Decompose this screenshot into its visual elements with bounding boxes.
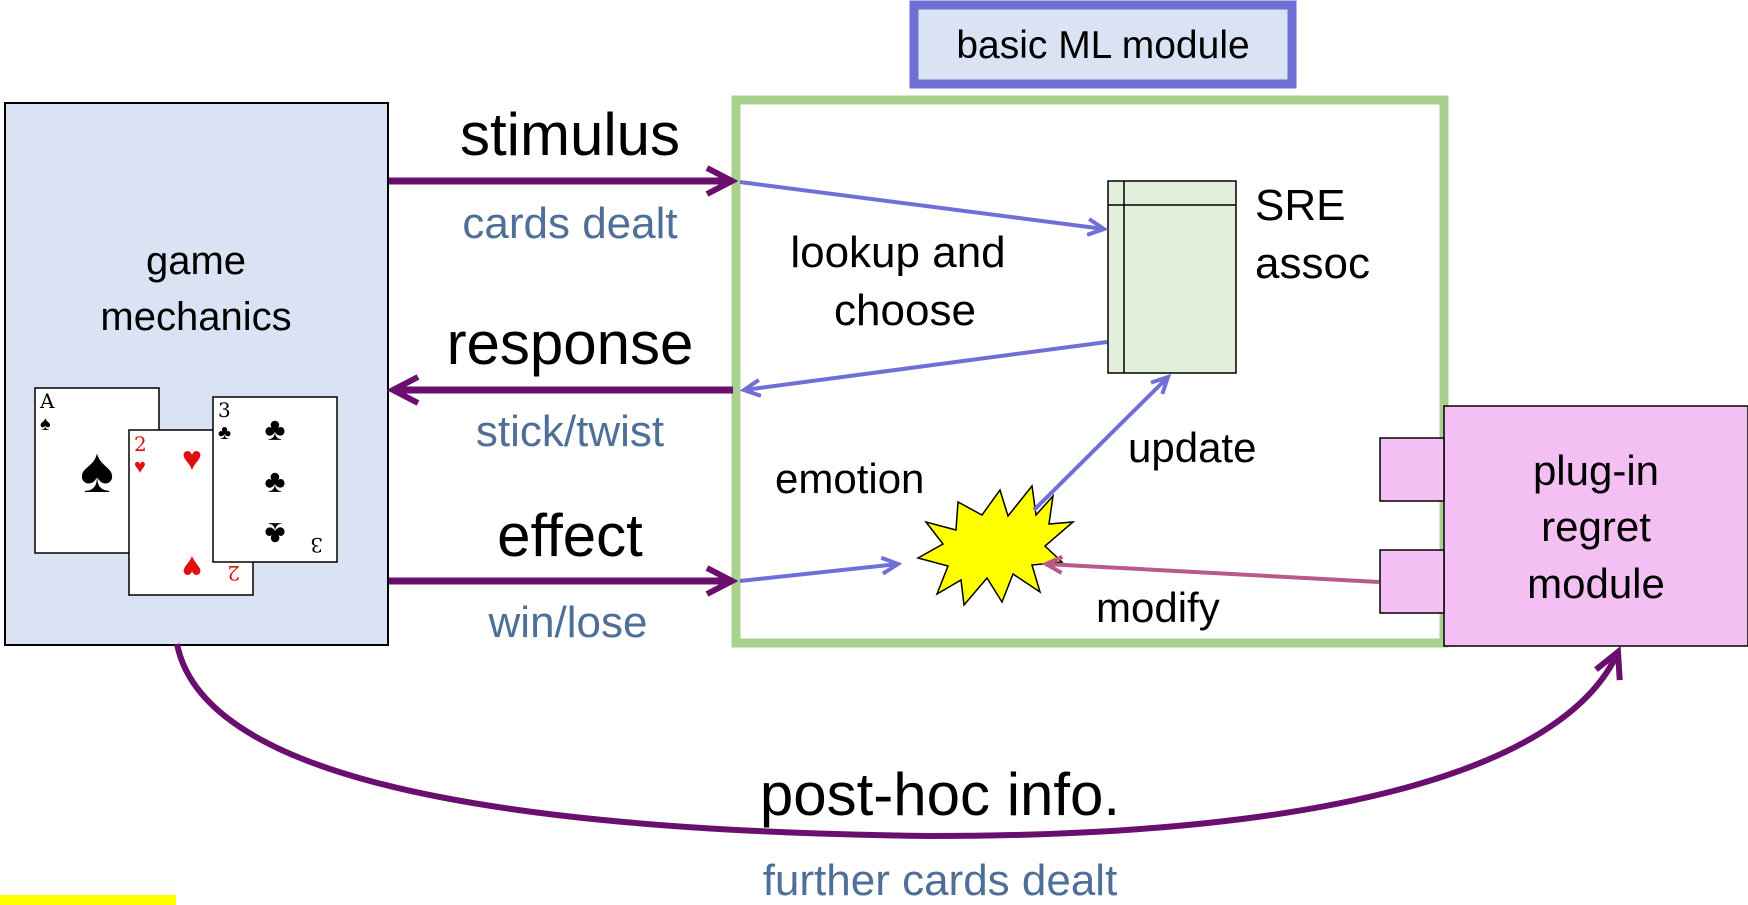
club-icon: ♣ (265, 463, 286, 499)
highlight-marker (0, 895, 176, 905)
lookup-arrow (739, 180, 1104, 229)
card-three-of-clubs: 3 ♣ ♣ ♣ ♣ 3 (212, 396, 338, 563)
card-rank: A (39, 389, 55, 413)
game-mechanics-label-line2: mechanics (100, 295, 291, 339)
sre-label-line1: SRE (1255, 181, 1345, 230)
heart-icon: ♥ (182, 548, 202, 586)
club-icon: ♣ (265, 516, 286, 552)
regret-label-line1: plug-in (1533, 447, 1659, 494)
effect-detail: win/lose (488, 598, 648, 647)
basic-ml-module-label: basic ML module (956, 24, 1249, 67)
card-rank: 2 (134, 432, 147, 456)
effect-to-emotion-arrow (739, 564, 898, 583)
regret-label-line2: regret (1541, 503, 1651, 550)
card-rank: 2 (227, 561, 240, 585)
response-title: response (447, 310, 694, 377)
regret-connector-top (1379, 437, 1445, 502)
emotion-label: emotion (775, 455, 924, 502)
basic-ml-module-box (731, 95, 1449, 648)
basic-ml-module-label-box (909, 0, 1297, 89)
emotion-starburst-icon (916, 484, 1076, 607)
lookup-label-line2: choose (834, 286, 976, 335)
heart-icon: ♥ (134, 456, 146, 478)
stimulus-title: stimulus (460, 101, 680, 168)
spade-icon: ♠ (40, 413, 51, 435)
regret-label-line3: module (1527, 560, 1665, 607)
post-hoc-title: post-hoc info. (760, 761, 1120, 828)
regret-module-box (1443, 405, 1748, 647)
spade-icon: ♠ (80, 434, 114, 506)
sre-assoc-table (1107, 180, 1237, 374)
choose-arrow (744, 340, 1108, 390)
card-rank: 3 (310, 533, 323, 557)
effect-title: effect (497, 502, 643, 569)
modify-label: modify (1096, 584, 1220, 631)
club-icon: ♣ (218, 422, 231, 444)
regret-connector-bottom (1379, 549, 1445, 614)
modify-arrow (1046, 564, 1380, 584)
game-mechanics-label-line1: game (146, 239, 246, 283)
sre-label-line2: assoc (1255, 239, 1370, 288)
post-hoc-arrow (174, 643, 1618, 840)
post-hoc-detail: further cards dealt (763, 856, 1118, 905)
response-detail: stick/twist (476, 407, 664, 456)
update-label: update (1128, 424, 1256, 471)
stimulus-detail: cards dealt (462, 199, 677, 248)
card-ace-of-spades: A ♠ ♠ (34, 387, 160, 554)
card-rank: 3 (218, 398, 231, 422)
heart-icon: ♥ (182, 440, 202, 478)
update-arrow (1032, 377, 1168, 512)
lookup-label-line1: lookup and (790, 228, 1005, 277)
club-icon: ♣ (265, 411, 286, 447)
